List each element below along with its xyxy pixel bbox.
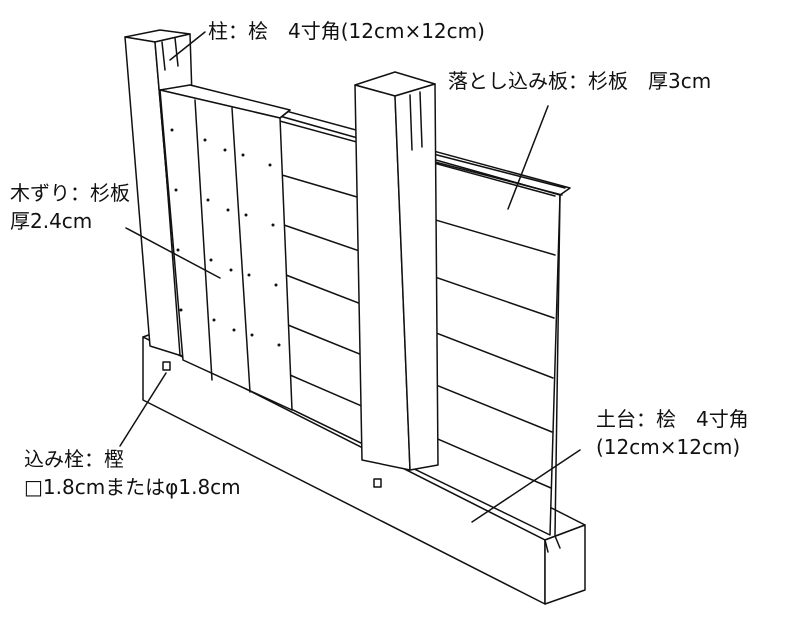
sill-label-line1: 土台：桧 4寸角 xyxy=(596,407,749,431)
lath-boards xyxy=(159,84,293,411)
lath-label-line1: 木ずり：杉板 xyxy=(10,181,130,205)
pegs xyxy=(162,361,382,488)
pillar-label: 柱：桧 4寸角(12cm×12cm) xyxy=(208,19,485,43)
peg-label-line2: □1.8cmまたはφ1.8cm xyxy=(24,475,241,499)
right-pillar xyxy=(354,71,439,471)
lath-nails xyxy=(170,128,281,347)
leader-lines xyxy=(119,31,581,523)
drop-in-board-label: 落とし込み板：杉板 厚3cm xyxy=(448,69,712,93)
sill-label-line2: (12cm×12cm) xyxy=(596,435,741,459)
peg-label-line1: 込み栓：樫 xyxy=(24,447,124,471)
lath-label-line2: 厚2.4cm xyxy=(10,209,93,233)
